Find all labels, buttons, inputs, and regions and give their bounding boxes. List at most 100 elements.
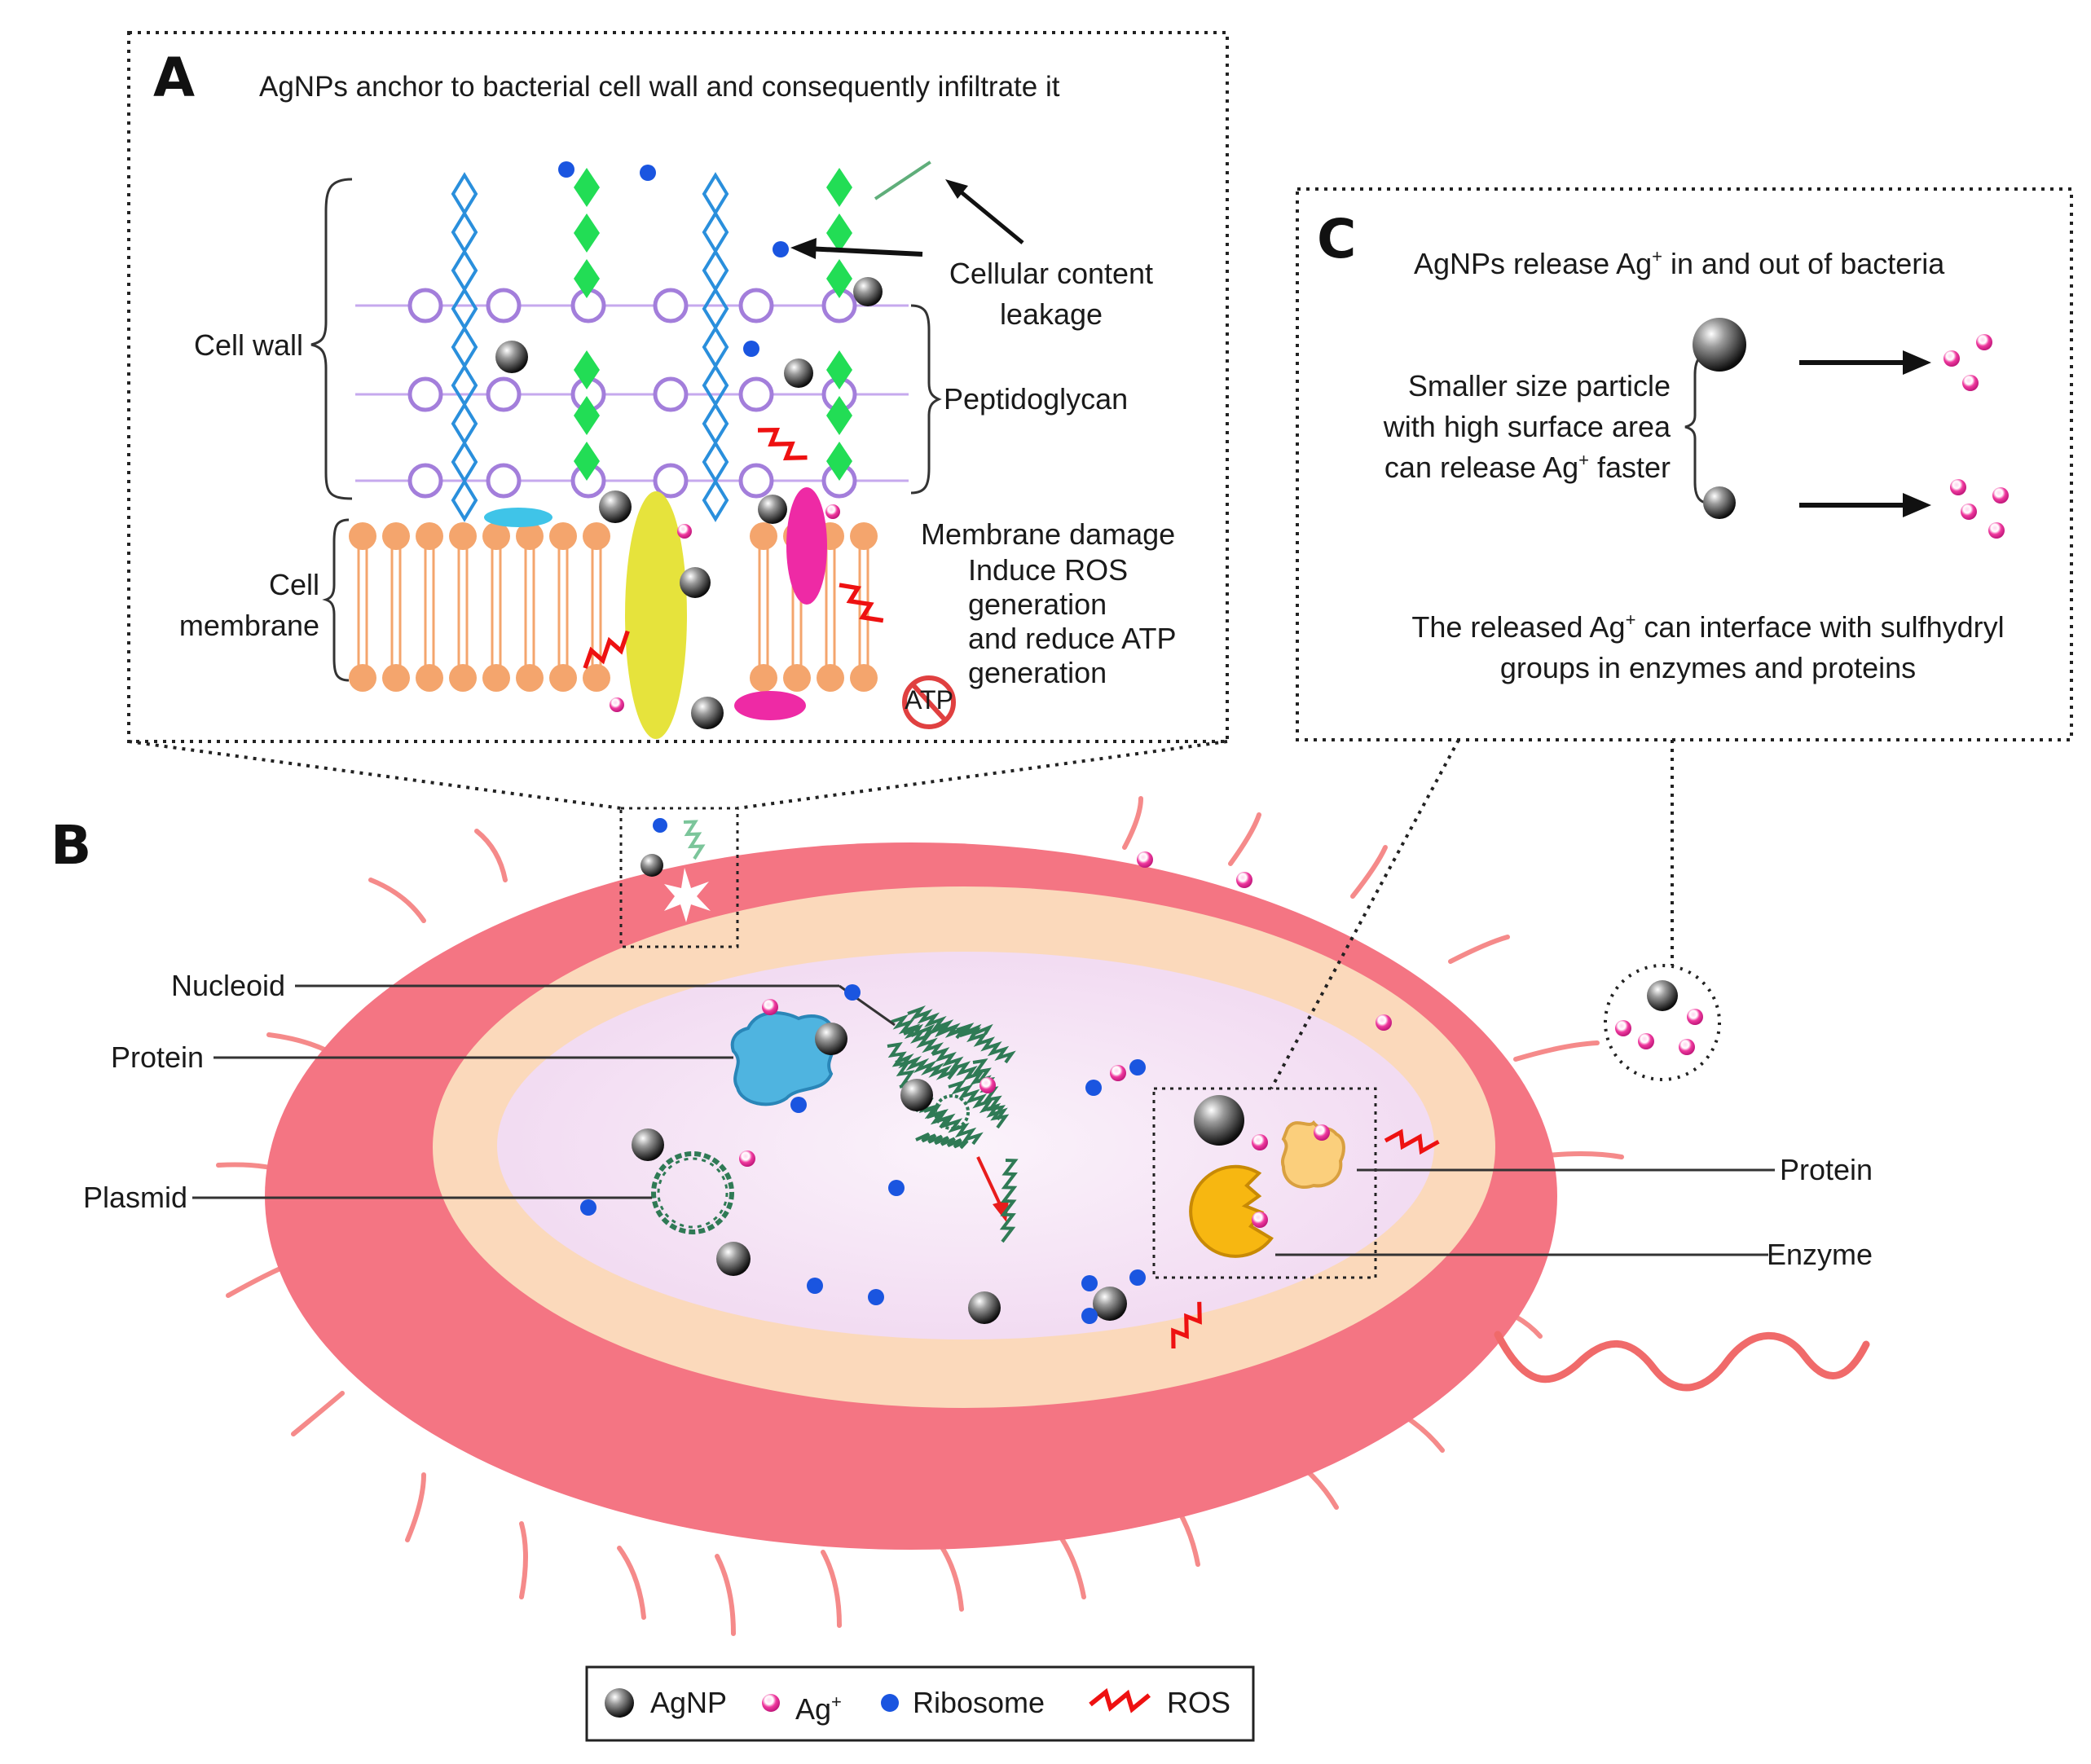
teichoic-acid-unit xyxy=(702,478,729,522)
membrane-protein-magenta xyxy=(786,487,827,605)
ag-ion xyxy=(1137,851,1153,868)
ros-zigzag xyxy=(1171,1301,1202,1349)
ag-ion xyxy=(1615,1020,1631,1036)
lipoteichoic-unit xyxy=(574,259,600,298)
atp-block-slash xyxy=(910,682,948,723)
lipoteichoic-unit xyxy=(574,350,600,389)
peptidoglycan-unit xyxy=(486,463,522,499)
agnp-particle xyxy=(599,490,632,523)
lipoteichoic-unit xyxy=(574,168,600,207)
dna-strand xyxy=(948,1080,1008,1121)
legend-ros-label: ROS xyxy=(1167,1686,1230,1719)
legend-ag-label: Ag+ xyxy=(795,1691,842,1726)
ag-ion xyxy=(1252,1212,1268,1228)
release-arrowhead-2 xyxy=(1903,493,1931,517)
pilus xyxy=(715,1554,736,1636)
wall-breach-icon xyxy=(664,868,711,922)
ribosome xyxy=(1129,1059,1146,1076)
leakage-arrowhead-1 xyxy=(945,179,968,199)
ag-ion xyxy=(1679,1039,1695,1055)
particle-layer xyxy=(495,161,2009,1718)
plasmid-label: Plasmid xyxy=(83,1181,187,1214)
ag-ion xyxy=(1314,1124,1330,1141)
pilus xyxy=(1122,796,1143,850)
lipid-head xyxy=(850,522,878,550)
lipoteichoic-unit xyxy=(826,442,852,481)
external-release-circle xyxy=(1604,964,1721,1081)
zoom-box-wall xyxy=(619,807,739,948)
ros-zigzag xyxy=(757,427,808,460)
lipid-head xyxy=(416,522,443,550)
lipid-head xyxy=(382,522,410,550)
ribosome xyxy=(558,161,574,178)
lipid-head xyxy=(750,664,777,692)
atp-block-icon xyxy=(902,675,956,729)
size-brace xyxy=(1684,353,1709,504)
leakage-arrowhead-2 xyxy=(790,238,817,259)
pilus xyxy=(935,1537,964,1612)
ribosome xyxy=(807,1278,823,1294)
lipid-head xyxy=(482,522,510,550)
agnp-particle xyxy=(1093,1287,1127,1321)
ag-ion xyxy=(1976,334,1992,350)
lipid-head xyxy=(583,664,610,692)
ag-ion xyxy=(979,1077,996,1093)
lipoteichoic-unit xyxy=(826,396,852,435)
lipid-head xyxy=(416,664,443,692)
flagellum xyxy=(1494,1331,1870,1392)
protein-label: Protein xyxy=(111,1040,204,1074)
membrane-protein-yellow xyxy=(625,491,687,739)
agnp-particle xyxy=(680,567,711,598)
pilus xyxy=(291,1391,345,1436)
peptidoglycan-label: Peptidoglycan xyxy=(944,382,1128,416)
dna-strand xyxy=(874,161,931,200)
ros-zigzag xyxy=(1384,1128,1440,1155)
pilus xyxy=(519,1521,528,1599)
zoom-box-enzyme xyxy=(1152,1087,1377,1279)
dna-release-arrow xyxy=(976,1156,1002,1207)
ribosome xyxy=(1081,1275,1098,1291)
lipid-head xyxy=(549,522,577,550)
release-arrowhead-1 xyxy=(1903,350,1931,375)
ribosome xyxy=(743,341,759,357)
lipoteichoic-unit xyxy=(574,442,600,481)
ros-icon xyxy=(1384,1128,1440,1155)
ag-ion xyxy=(610,697,624,712)
enzyme-label: Enzyme xyxy=(1767,1238,1873,1271)
nucleoid-label: Nucleoid xyxy=(171,969,285,1002)
zoom-line-right xyxy=(737,740,1228,810)
ag-ion xyxy=(1962,375,1979,391)
agnp-particle xyxy=(815,1023,847,1055)
ag-ion xyxy=(1110,1065,1126,1081)
size-label-line3: can release Ag+ faster xyxy=(1384,450,1671,484)
lipid-head xyxy=(850,664,878,692)
lipid-head xyxy=(549,664,577,692)
ag-ion xyxy=(1950,479,1966,495)
dna-release-arrowhead xyxy=(993,1199,1009,1222)
ros-icon xyxy=(583,630,630,669)
size-label-line2: with high surface area xyxy=(1383,410,1671,443)
dna-strand xyxy=(915,1132,969,1150)
cell-membrane-label-line2: membrane xyxy=(179,609,319,642)
pilus xyxy=(405,1472,426,1542)
membrane-brace xyxy=(322,518,350,682)
lipid-head xyxy=(516,664,544,692)
peptidoglycan-unit xyxy=(486,376,522,412)
dna-strand xyxy=(999,1159,1019,1243)
ribosome xyxy=(881,1694,899,1712)
size-label-line1: Smaller size particle xyxy=(1408,369,1671,403)
pilus xyxy=(474,829,508,882)
peptidoglycan-unit xyxy=(738,288,774,323)
ros-zigzag xyxy=(839,583,884,623)
cell-wall-illustration xyxy=(349,161,931,739)
ros-icon xyxy=(1171,1301,1202,1349)
zoom-line-left xyxy=(128,740,622,810)
legend-ribosome-label: Ribosome xyxy=(913,1686,1045,1719)
ribosome xyxy=(1085,1080,1102,1096)
agnp-particle xyxy=(1647,980,1678,1011)
damage-label-line2: Induce ROS xyxy=(968,553,1128,587)
protein-right-label: Protein xyxy=(1780,1153,1873,1186)
lipid-head xyxy=(349,664,376,692)
agnp-particle xyxy=(1194,1095,1244,1146)
protein-blue-shape xyxy=(730,1010,836,1106)
